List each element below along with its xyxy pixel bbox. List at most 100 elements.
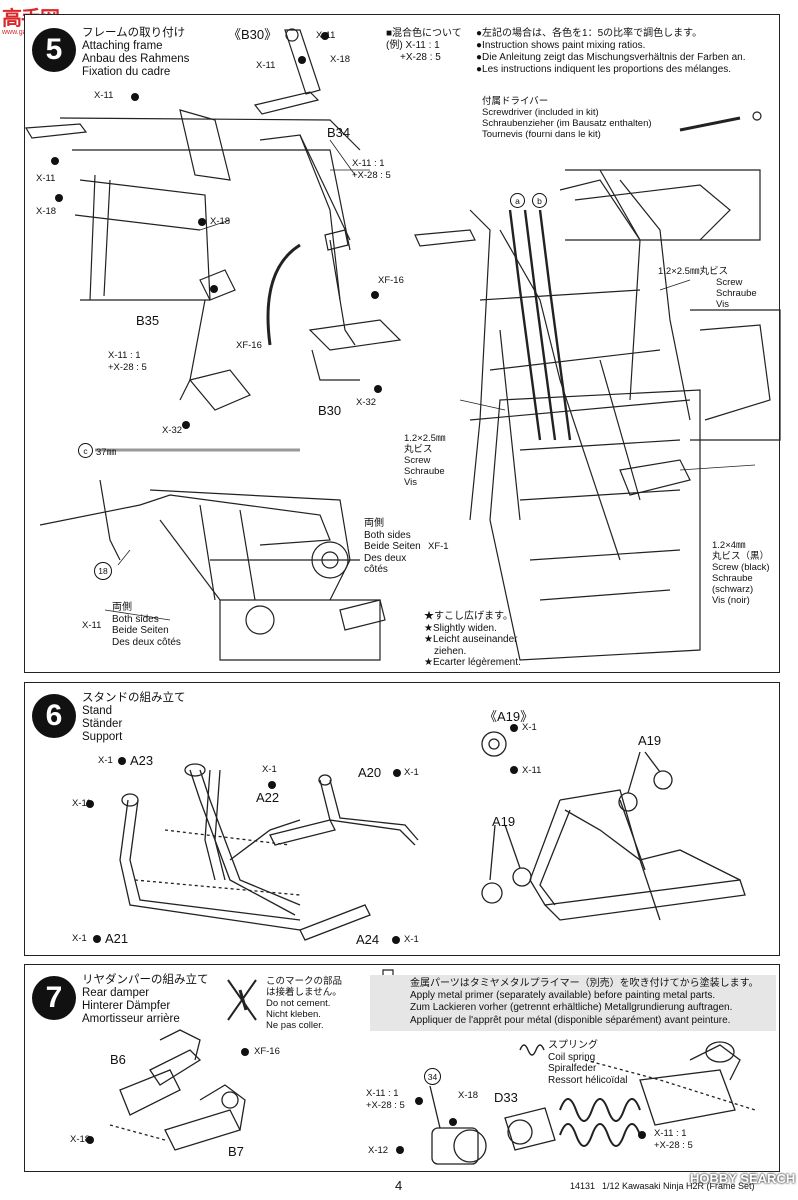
screw1-de: Schraube	[716, 288, 757, 299]
screw2-size: 1.2×2.5㎜	[404, 433, 446, 444]
code-text: X-11	[316, 30, 336, 41]
step6-title-en: Stand	[82, 705, 113, 717]
n34-marker: 34	[424, 1068, 441, 1085]
code-text: XF-16	[254, 1046, 280, 1057]
label-b34: B34	[327, 125, 351, 140]
bs1-de: Beide Seiten	[364, 541, 421, 552]
widen-en: ★Slightly widen.	[424, 622, 497, 634]
bs2-de: Beide Seiten	[112, 625, 169, 636]
code-text: X-18	[36, 206, 57, 217]
step7-title-en: Rear damper	[82, 987, 150, 999]
screw3-en: Screw (black)	[712, 562, 770, 573]
label-x1-a22: X-1	[262, 764, 277, 775]
screw2-jp: 丸ビス	[404, 444, 433, 455]
code-text: X-32	[356, 397, 377, 408]
label-x1-a23: X-1	[98, 755, 113, 766]
label-x12-step7: X-12	[368, 1145, 388, 1156]
code-text: X-1	[98, 755, 113, 766]
widen-de: ★Leicht auseinander	[424, 634, 518, 645]
screwdriver-en: Screwdriver (included in kit)	[482, 107, 599, 118]
screwdriver-jp: 付属ドライバー	[482, 96, 549, 107]
widen-jp: ★すこし広げます。	[424, 611, 513, 622]
code-text: X-11	[256, 60, 276, 71]
label-xf1: XF-1	[428, 541, 449, 552]
code-text: X-11	[82, 620, 102, 631]
code-text: X-18	[70, 1134, 91, 1145]
mix-legend-example: (例) X-11 : 1	[386, 40, 440, 51]
label-b-marker: b	[532, 193, 547, 208]
screw2-note: 1.2×2.5㎜ 丸ビス Screw Schraube Vis	[404, 433, 445, 488]
step7-title: リヤダンパーの組み立て Rear damper Hinterer Dämpfer…	[82, 974, 209, 1026]
label-18-marker: 18	[94, 562, 112, 580]
code-text: XF-16	[236, 340, 262, 351]
c-marker: c	[78, 443, 93, 458]
label-b35: B35	[136, 313, 160, 328]
bs1-jp: 両側	[364, 518, 384, 529]
bs1-fr: Des deux	[364, 552, 407, 564]
label-x32-a: X-32	[356, 397, 376, 408]
nocement-en: Do not cement.	[266, 998, 331, 1009]
label-a22: A22	[256, 790, 280, 805]
bs2-jp: 両側	[112, 602, 132, 613]
step6-panel	[24, 682, 780, 956]
mix-legend-jp: ■混合色について	[386, 28, 462, 39]
step6-title: スタンドの組み立て Stand Ständer Support	[82, 692, 186, 744]
step7-title-de: Hinterer Dämpfer	[82, 1000, 171, 1012]
mix-notes: ●左記の場合は、各色を1：5の比率で調色します。 ●Instruction sh…	[476, 28, 746, 76]
label-mix-step7b: X-11 : 1 +X-28 : 5	[654, 1128, 693, 1152]
screw3-size: 1.2×4㎜	[712, 540, 746, 551]
label-x1-a19: X-1	[522, 722, 537, 733]
code-text: X-18	[330, 54, 351, 65]
mix-line1: X-11 : 1	[366, 1088, 399, 1099]
spring-de: Spiralfeder	[548, 1063, 597, 1074]
label-a24: A24	[356, 932, 380, 947]
mix-note-fr: ●Les instructions indiquent les proporti…	[476, 64, 732, 75]
step5-title-en: Attaching frame	[82, 40, 163, 52]
code-text: X-11	[72, 798, 92, 809]
label-d33: D33	[494, 1090, 518, 1105]
mix-line2: +X-28 : 5	[108, 362, 147, 373]
code-text: X-12	[368, 1145, 389, 1156]
footer-code: 14131	[570, 1181, 596, 1191]
screw3-fr: Vis (noir)	[712, 595, 750, 606]
nocement-note: このマークの部品 は接着しません。 Do not cement. Nicht k…	[266, 976, 342, 1031]
spring-fr: Ressort hélicoïdal	[548, 1074, 628, 1086]
step7-title-fr: Amortisseur arrière	[82, 1013, 180, 1025]
label-x1-a21: X-1	[72, 933, 87, 944]
mix-note-jp: ●左記の場合は、各色を1：5の比率で調色します。	[476, 28, 703, 39]
label-a20: A20	[358, 765, 382, 780]
primer-de: Zum Lackieren vorher (getrennt erhältlic…	[410, 1002, 733, 1014]
label-x32-b: X-32	[162, 425, 182, 436]
label-b7: B7	[228, 1144, 244, 1159]
code-text: X-1	[404, 767, 419, 778]
label-34-marker: 34	[424, 1068, 441, 1085]
code-text: X-32	[162, 425, 183, 436]
code-text: X-18	[458, 1090, 479, 1101]
label-x1-a20: X-1	[404, 767, 419, 778]
mix-line1: X-11 : 1	[352, 158, 385, 169]
screw1-note: 1.2×2.5㎜丸ビス Screw Schraube Vis	[658, 266, 757, 310]
label-x11-top: X-11	[94, 90, 113, 101]
screwdriver-de: Schraubenzieher (im Bausatz enthalten)	[482, 118, 652, 129]
screw3-de: Schraube	[712, 573, 753, 584]
label-xf16-a: XF-16	[378, 275, 404, 286]
bs2-en: Both sides	[112, 613, 159, 625]
mix-note-de: ●Die Anleitung zeigt das Mischungsverhäl…	[476, 52, 746, 63]
label-mix-b35: X-11 : 1 +X-28 : 5	[108, 350, 147, 374]
mix-line1: X-11 : 1	[654, 1128, 687, 1139]
label-x18-mid: X-18	[210, 216, 230, 227]
n18-marker: 18	[94, 562, 112, 580]
screw2-de: Schraube	[404, 466, 445, 477]
label-x11-left: X-11	[36, 173, 55, 184]
label-a21: A21	[105, 931, 129, 946]
screw3-jp: 丸ビス（黒）	[712, 551, 770, 562]
step7-title-jp: リヤダンパーの組み立て	[82, 974, 209, 986]
step6-title-de: Ständer	[82, 718, 123, 730]
label-mix-b34: X-11 : 1 +X-28 : 5	[352, 158, 391, 182]
label-x18-left: X-18	[36, 206, 56, 217]
nocement-de: Nicht kleben.	[266, 1009, 321, 1020]
widen-note: ★すこし広げます。 ★Slightly widen. ★Leicht ausei…	[424, 611, 521, 669]
label-xf16-step7: XF-16	[254, 1046, 280, 1057]
step6-title-fr: Support	[82, 731, 123, 743]
